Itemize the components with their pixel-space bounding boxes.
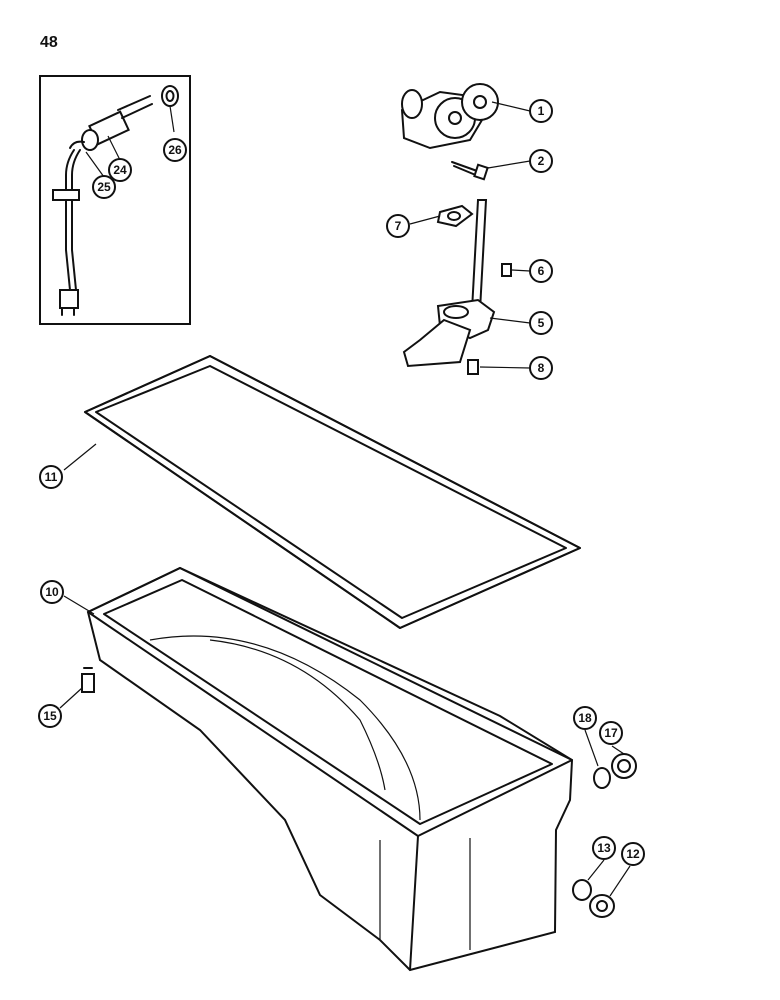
callout-24: 24 [108,158,132,182]
callout-12: 12 [621,842,645,866]
callout-label-6: 6 [538,264,545,278]
callout-8: 8 [529,356,553,380]
callout-17: 17 [599,721,623,745]
callout-label-7: 7 [395,219,402,233]
dipstick-tube [65,149,75,301]
seal-13 [572,879,592,901]
page-number: 48 [40,34,58,51]
dipstick-clip [52,189,80,201]
callout-18: 18 [573,706,597,730]
sender-unit [81,95,153,151]
callout-label-13: 13 [597,841,611,855]
callout-label-26: 26 [168,143,182,157]
callout-label-17: 17 [604,726,618,740]
pump-bolt [451,161,489,181]
leader-lines [59,101,631,897]
oil-pan-gasket [84,355,581,629]
callout-5: 5 [529,311,553,335]
callout-label-18: 18 [578,711,592,725]
callout-10: 10 [40,580,64,604]
callout-25: 25 [92,175,116,199]
callout-label-2: 2 [538,154,545,168]
callout-label-11: 11 [45,470,58,484]
oil-pan [86,566,574,972]
callout-label-8: 8 [538,361,545,375]
callout-label-12: 12 [626,847,640,861]
callout-26: 26 [163,138,187,162]
callout-13: 13 [592,836,616,860]
tube-screw [501,263,512,277]
dipstick-handle [59,289,79,309]
callout-15: 15 [38,704,62,728]
drain-plug-15 [81,667,95,693]
callout-6: 6 [529,259,553,283]
seal-18 [593,767,611,789]
callout-7: 7 [386,214,410,238]
callout-label-25: 25 [97,180,111,194]
callout-label-5: 5 [538,316,545,330]
pickup-screw [467,359,479,375]
inset-box [39,75,191,325]
callout-label-15: 15 [43,709,57,723]
oil-pickup-tube [402,199,496,368]
callout-2: 2 [529,149,553,173]
callout-label-1: 1 [538,104,545,118]
elbow-fitting [69,140,85,149]
callout-11: 11 [39,465,63,489]
callout-1: 1 [529,99,553,123]
oil-pump [400,83,499,150]
callout-label-10: 10 [45,585,59,599]
callout-label-24: 24 [113,163,127,177]
